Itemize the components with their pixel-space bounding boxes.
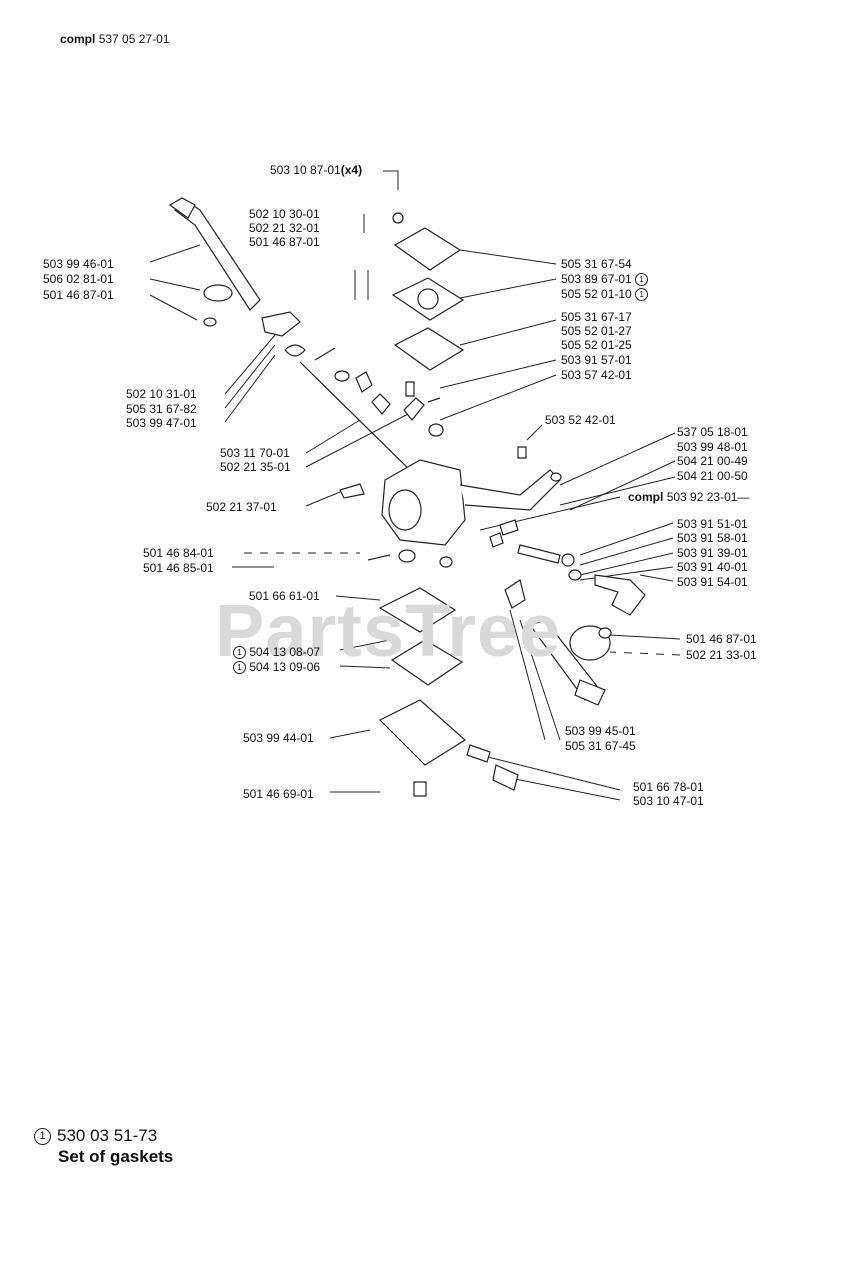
gasket-set-marker: 1: [635, 288, 649, 302]
assembly-number: 537 05 27-01: [98, 32, 170, 46]
part-label: 501 46 69-01: [243, 787, 314, 801]
part-label: 501 46 85-01: [143, 561, 214, 575]
part-label: 505 31 67-54: [561, 257, 632, 271]
assembly-header: compl 537 05 27-01: [60, 32, 169, 46]
part-label: 502 10 31-01: [126, 387, 197, 401]
part-label: 505 31 67-82: [126, 402, 197, 416]
part-label: 501 66 61-01: [249, 589, 320, 603]
part-label: 503 91 51-01: [677, 517, 748, 531]
part-label: 503 99 45-01: [565, 724, 636, 738]
part-label: 501 46 87-01: [686, 632, 757, 646]
part-label: 502 21 33-01: [686, 648, 757, 662]
part-label: 502 10 30-01: [249, 207, 320, 221]
part-label: 503 99 46-01: [43, 257, 114, 271]
part-label: 501 46 87-01: [249, 235, 320, 249]
part-label: 505 52 01-10 1: [561, 287, 649, 302]
part-label: 505 52 01-25: [561, 338, 632, 352]
gasket-set-marker: 1: [635, 273, 649, 287]
part-label: 503 11 70-01: [220, 446, 290, 460]
part-label: 537 05 18-01: [677, 425, 748, 439]
part-label: 501 46 84-01: [143, 546, 214, 560]
part-label: 502 21 32-01: [249, 221, 320, 235]
gasket-set-marker: 1: [233, 661, 246, 675]
part-label: 503 57 42-01: [561, 368, 632, 382]
assembly-prefix: compl: [60, 32, 96, 46]
part-label: 503 99 48-01: [677, 440, 748, 454]
part-label: 503 91 39-01: [677, 546, 748, 560]
watermark-text: PartsTree: [215, 589, 562, 672]
part-label: 503 89 67-01 1: [561, 272, 649, 287]
part-label: 504 21 00-49: [677, 454, 748, 468]
part-label: 503 91 58-01: [677, 531, 748, 545]
part-label: 503 91 57-01: [561, 353, 632, 367]
part-label: 503 10 87-01(x4): [270, 163, 363, 177]
part-label: 506 02 81-01: [43, 272, 114, 286]
part-label: 505 31 67-45: [565, 739, 636, 753]
part-label: 503 52 42-01: [545, 413, 616, 427]
part-label: 1 504 13 08-07: [233, 645, 320, 660]
gasket-set-marker: 1: [34, 1128, 51, 1146]
gasket-set-description: Set of gaskets: [58, 1147, 174, 1166]
part-label: 501 46 87-01: [43, 288, 114, 302]
part-label: 502 21 37-01: [206, 500, 277, 514]
part-label: 503 91 54-01: [677, 575, 748, 589]
part-label: 504 21 00-50: [677, 469, 748, 483]
part-label: 1 504 13 09-06: [233, 660, 320, 675]
part-label: 503 99 44-01: [243, 731, 314, 745]
part-label: 501 66 78-01: [633, 780, 704, 794]
part-label: compl 503 92 23-01—: [628, 490, 750, 504]
part-label: 505 31 67-17: [561, 310, 632, 324]
part-label: 505 52 01-27: [561, 324, 632, 338]
gasket-set-marker: 1: [233, 646, 246, 660]
part-label: 503 99 47-01: [126, 416, 197, 430]
part-label: 502 21 35-01: [220, 460, 291, 474]
part-label: 503 91 40-01: [677, 560, 748, 574]
part-label: 503 10 47-01: [633, 794, 704, 808]
